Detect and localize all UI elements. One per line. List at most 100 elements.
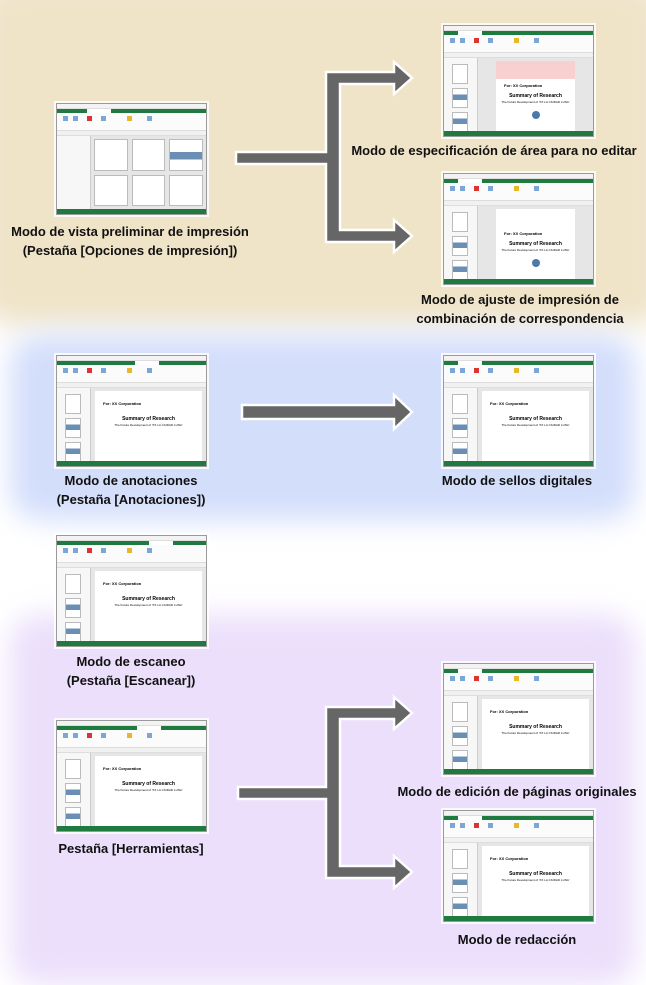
label-print-preview: Modo de vista preliminar de impresión(Pe… bbox=[11, 224, 249, 258]
thumbnail-panel bbox=[444, 58, 478, 132]
ribbon-icon bbox=[474, 368, 479, 373]
doc-title: Summary of Research bbox=[122, 416, 175, 422]
branch-arrow-tools bbox=[236, 694, 414, 891]
ribbon-icon bbox=[87, 368, 92, 373]
preview-page bbox=[94, 174, 128, 206]
branch-arrow-print bbox=[234, 59, 414, 255]
ribbon-icon bbox=[488, 368, 493, 373]
ribbon-icon bbox=[474, 823, 479, 828]
doc-logo bbox=[531, 259, 540, 267]
thumbnail-panel bbox=[57, 388, 91, 462]
ribbon-icon bbox=[73, 368, 78, 373]
page-thumbnail bbox=[452, 236, 468, 256]
ribbon bbox=[444, 35, 593, 53]
ribbon-icon bbox=[514, 368, 519, 373]
page-thumbnail bbox=[452, 849, 468, 869]
ribbon-icon bbox=[147, 548, 152, 553]
doc-subtitle: The Future Development of 'XX LA CIUDAD … bbox=[501, 731, 570, 736]
ribbon-icon bbox=[474, 186, 479, 191]
preview-page bbox=[169, 174, 203, 206]
ribbon-icon bbox=[474, 38, 479, 43]
label-tools: Pestaña [Herramientas] bbox=[58, 841, 204, 856]
ribbon-icon bbox=[534, 186, 539, 191]
thumbnail-panel bbox=[57, 753, 91, 827]
ribbon-icon bbox=[514, 186, 519, 191]
preview-page bbox=[131, 174, 166, 206]
thumbnail-panel bbox=[444, 206, 478, 280]
ribbon-tabs bbox=[444, 816, 593, 820]
page-thumbnail bbox=[65, 418, 81, 438]
label-no-edit-area: Modo de especificación de área para no e… bbox=[351, 143, 637, 158]
active-tab bbox=[458, 179, 482, 183]
ribbon-icon bbox=[101, 368, 106, 373]
ribbon-icon bbox=[127, 548, 132, 553]
page-thumbnail bbox=[65, 394, 81, 414]
doc-title: Summary of Research bbox=[509, 416, 562, 422]
page-grid bbox=[94, 139, 203, 206]
preview-page bbox=[131, 139, 166, 171]
status-bar bbox=[444, 279, 593, 284]
doc-logo bbox=[531, 111, 540, 119]
thumbnail-panel bbox=[444, 843, 478, 917]
page-thumbnail bbox=[65, 759, 81, 779]
active-tab bbox=[458, 361, 482, 365]
label-digital-stamp: Modo de sellos digitales bbox=[441, 473, 593, 488]
page-thumbnail bbox=[452, 64, 468, 84]
ribbon-icon bbox=[73, 733, 78, 738]
doc-recipient: For: XX Corporation bbox=[504, 231, 543, 236]
arrow-annotation-to-stamp bbox=[240, 392, 414, 432]
toolbar bbox=[444, 53, 593, 58]
doc-recipient: For: XX Corporation bbox=[103, 766, 142, 771]
ribbon-icon bbox=[488, 823, 493, 828]
page-thumbnail bbox=[452, 702, 468, 722]
title-bar bbox=[444, 26, 593, 31]
ribbon-icon bbox=[474, 676, 479, 681]
toolbar bbox=[444, 691, 593, 696]
toolbar bbox=[57, 748, 206, 753]
doc-recipient: For: XX Corporation bbox=[103, 581, 142, 586]
ribbon-icon bbox=[147, 116, 152, 121]
active-tab bbox=[458, 31, 482, 35]
page-thumbnail bbox=[452, 726, 468, 746]
ribbon-icon bbox=[534, 38, 539, 43]
page-thumbnail bbox=[452, 88, 468, 108]
preview-page bbox=[94, 139, 128, 171]
doc-subtitle: The Future Development of 'XX LA CIUDAD … bbox=[501, 100, 570, 105]
toolbar bbox=[57, 131, 206, 136]
ribbon-icon bbox=[450, 823, 455, 828]
ribbon-icon bbox=[460, 186, 465, 191]
doc-title: Summary of Research bbox=[509, 871, 562, 877]
ribbon-icon bbox=[488, 38, 493, 43]
ribbon-icon bbox=[147, 733, 152, 738]
page-thumbnail bbox=[452, 897, 468, 917]
page-thumbnail bbox=[452, 394, 468, 414]
ribbon-tabs bbox=[444, 361, 593, 365]
ribbon-icon bbox=[514, 38, 519, 43]
doc-subtitle: The Future Development of 'XX LA CIUDAD … bbox=[114, 603, 183, 608]
title-bar bbox=[57, 104, 206, 109]
preview-page bbox=[169, 139, 203, 171]
ribbon bbox=[57, 113, 206, 131]
ribbon-icon bbox=[460, 368, 465, 373]
page-thumbnail bbox=[65, 574, 81, 594]
doc-recipient: For: XX Corporation bbox=[490, 401, 529, 406]
doc-recipient: For: XX Corporation bbox=[490, 709, 529, 714]
title-bar bbox=[444, 174, 593, 179]
doc-title: Summary of Research bbox=[122, 781, 175, 787]
